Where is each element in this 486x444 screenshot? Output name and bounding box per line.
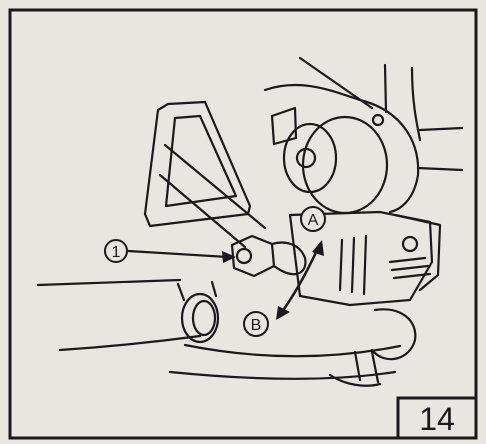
mechanism-block (288, 210, 434, 307)
lower-post (353, 350, 380, 384)
mechanism-slot-3 (362, 234, 368, 296)
small-screw-head (295, 147, 317, 169)
bolt-shaft (270, 241, 307, 276)
callout-1-circle (104, 239, 128, 263)
direction-arrow-line (280, 247, 320, 313)
figure-border (8, 8, 478, 440)
diagonal-arm-bottom (158, 173, 247, 249)
ring-outer (180, 292, 220, 344)
callout-a-circle (300, 206, 326, 232)
presser-plate-inner (164, 114, 238, 208)
mechanism-slot-2 (350, 236, 356, 294)
bottom-foot (328, 373, 382, 387)
callout-1-group: 1 (104, 239, 236, 263)
bracket-spring (388, 256, 432, 280)
nut-center (235, 247, 253, 265)
cylinder-face (282, 122, 338, 194)
mechanism-bracket (393, 213, 442, 292)
callout-1-leader (127, 249, 229, 259)
housing-top-lines (298, 56, 374, 110)
bed-lower-edge (168, 370, 397, 380)
callout-1-arrowhead (222, 251, 236, 263)
direction-arrows: A B (243, 206, 326, 337)
callout-a-label: A (308, 212, 319, 229)
housing-right-edge-2 (416, 166, 464, 172)
housing-right-line (383, 63, 388, 114)
figure-number-frame (396, 396, 478, 440)
diagonal-arm-top (163, 143, 267, 230)
callout-b-label: B (251, 317, 262, 334)
machine-drawing (36, 56, 464, 387)
lower-cylinder (370, 308, 417, 361)
housing-right-edge (418, 126, 464, 132)
ring-inner (191, 299, 217, 337)
figure-number-label: 14 (419, 401, 455, 437)
small-block (270, 106, 298, 146)
figure-number-box: 14 (396, 396, 478, 440)
housing-right-line-2 (410, 66, 422, 142)
ring-lines (176, 280, 218, 302)
top-screw-dot (371, 113, 385, 127)
presser-plate (143, 100, 252, 228)
direction-b-arrowhead (276, 306, 290, 320)
callout-1-label: 1 (112, 244, 121, 261)
housing-outline (263, 83, 420, 214)
shaft-upper-line (36, 278, 182, 287)
callout-b-circle (243, 311, 269, 337)
bracket-screw (401, 235, 419, 253)
bed-bottom-line (183, 343, 402, 358)
mechanism-slot-1 (338, 238, 344, 292)
direction-a-arrowhead (312, 240, 324, 256)
